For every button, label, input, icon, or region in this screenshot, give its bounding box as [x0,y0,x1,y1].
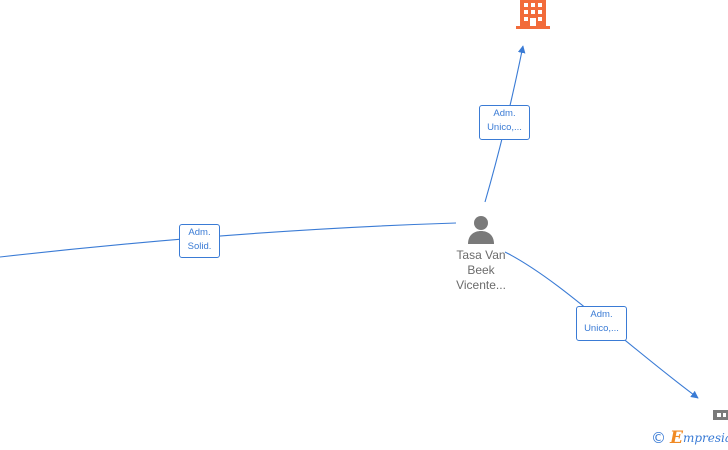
company-node-top[interactable] [516,0,550,37]
brand-initial: E [670,428,683,448]
edge-label-to-company-top[interactable]: Adm. Unico,... [479,105,530,140]
edge-label-line: Unico,... [584,323,619,334]
watermark: © E mpresia [651,429,728,447]
company-node-bottom-right[interactable] [713,408,728,426]
brand-name: mpresia [682,431,728,445]
person-name-line: Tasa Van [456,248,506,262]
copyright-symbol: © [651,429,666,447]
small-building-icon [713,410,728,420]
person-name-line: Vicente... [456,278,506,292]
edge-label-line: Adm. [590,309,613,320]
edge-label-line: Adm. [493,108,516,119]
edge-label-to-bottom-right[interactable]: Adm. Unico,... [576,306,627,341]
person-name-line: Beek [467,263,495,277]
building-icon [516,0,550,29]
edge-label-line: Adm. [188,227,211,238]
edge-label-line: Unico,... [487,122,522,133]
person-icon [468,216,494,244]
edge-label-to-left[interactable]: Adm. Solid. [179,224,220,258]
edge-to-left [0,222,457,258]
person-node[interactable]: Tasa Van Beek Vicente... [448,214,514,293]
edge-label-line: Solid. [187,241,212,252]
person-name: Tasa Van Beek Vicente... [448,248,514,293]
